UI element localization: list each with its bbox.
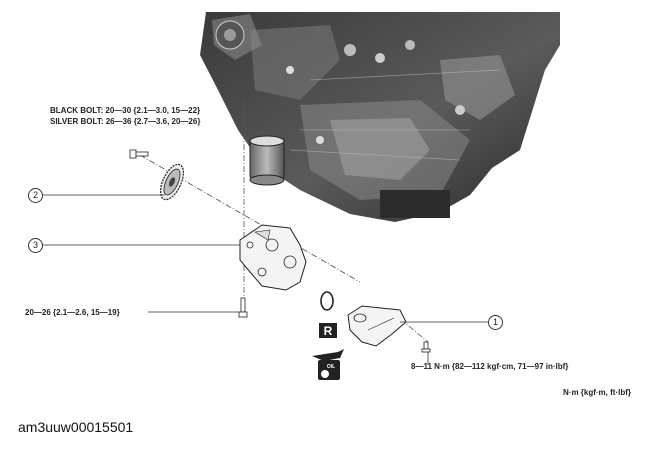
lower-bolt-torque-label: 20—26 {2.1—2.6, 15—19} <box>25 308 120 317</box>
oil-filter-illustration <box>249 135 285 186</box>
lower-bolt-illustration <box>238 297 248 318</box>
svg-text:OIL: OIL <box>327 364 335 370</box>
callout-1: 1 <box>488 315 503 330</box>
callout-3: 3 <box>28 238 43 253</box>
oil-pump-sprocket-illustration <box>159 163 185 201</box>
oil-strainer-illustration <box>347 305 407 347</box>
leader-lines <box>42 194 488 365</box>
apply-oil-symbol: OIL <box>312 349 344 380</box>
o-ring-illustration <box>320 291 334 311</box>
replace-part-symbol: R <box>319 323 337 338</box>
torque-units-label: N·m {kgf·m, ft·lbf} <box>563 388 631 397</box>
pan-bolt-torque-label: 8—11 N·m {82—112 kgf·cm, 71—97 in·lbf} <box>411 362 569 371</box>
callout-2: 2 <box>28 188 43 203</box>
strainer-bolt-illustration <box>421 341 431 353</box>
black-bolt-torque-label: BLACK BOLT: 20—30 {2.1—3.0, 15—22} <box>50 106 201 115</box>
oil-pump-body-illustration <box>239 224 307 291</box>
figure-code: am3uuw00015501 <box>18 419 134 435</box>
svg-text:R: R <box>324 324 333 338</box>
alignment-lines <box>139 100 429 343</box>
upper-bolt-illustration <box>129 149 149 159</box>
silver-bolt-torque-label: SILVER BOLT: 26—36 {2.7—3.6, 20—26} <box>50 117 201 126</box>
engine-block-illustration <box>200 12 560 222</box>
